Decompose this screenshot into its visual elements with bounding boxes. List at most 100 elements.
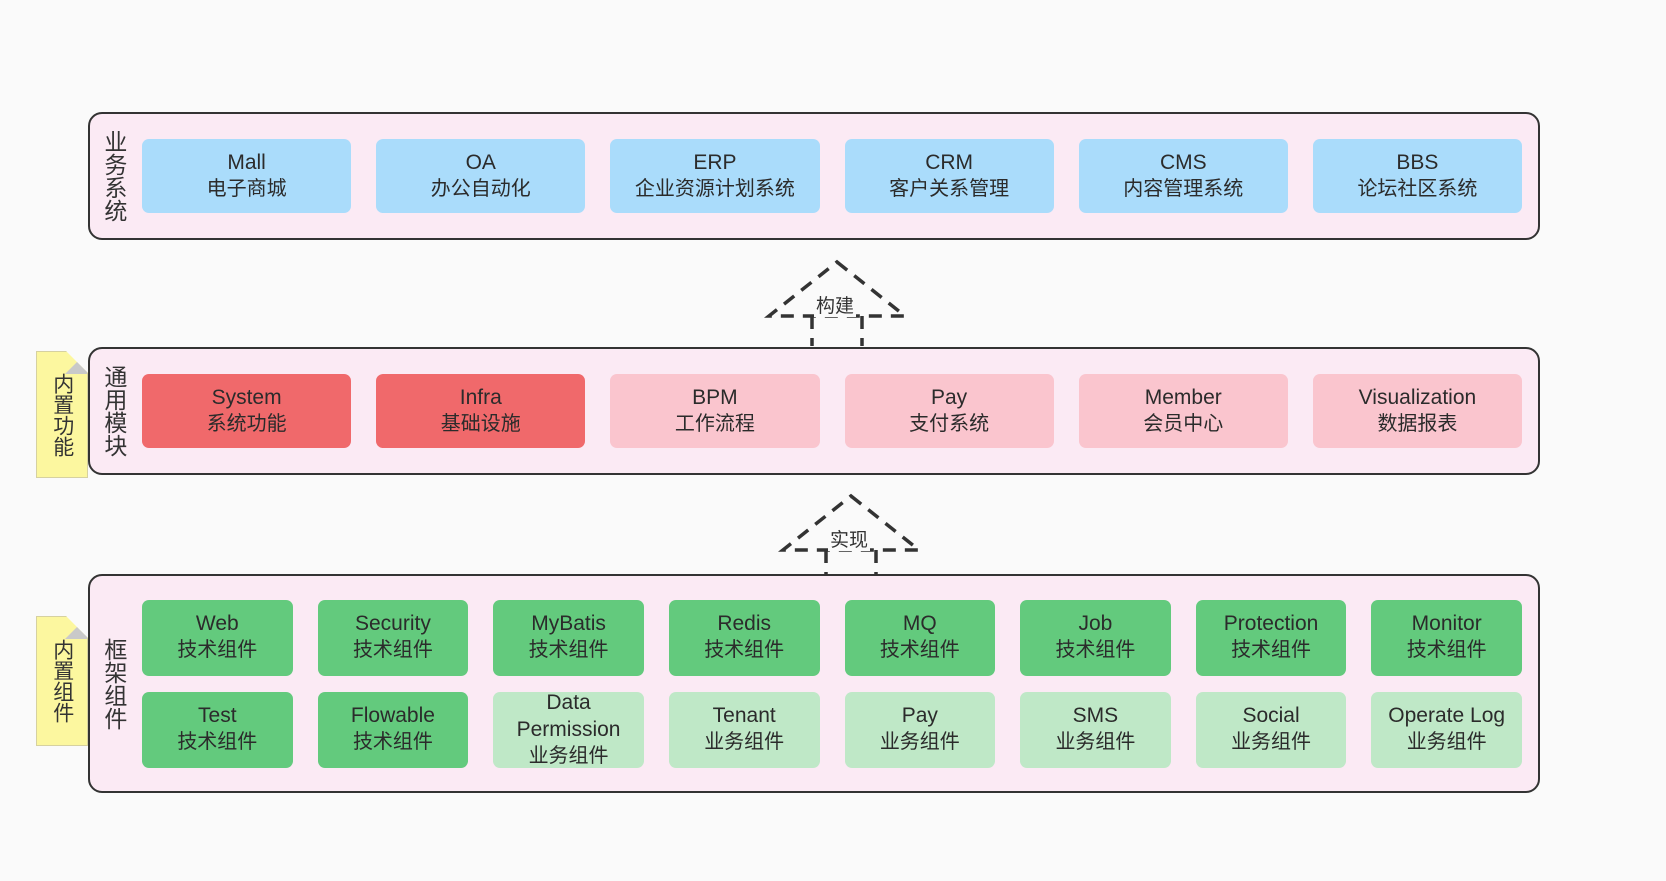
node-subtitle: 技术组件: [528, 639, 609, 662]
layer-row: System 系统功能 Infra 基础设施 BPM 工作流程 Pay 支付系统…: [142, 374, 1523, 448]
node-security[interactable]: Security 技术组件: [317, 599, 469, 676]
node-bbs[interactable]: BBS 论坛社区系统: [1312, 139, 1523, 213]
node-subtitle: 技术组件: [1055, 639, 1136, 662]
node-title: Member: [1144, 385, 1222, 409]
node-title: OA: [465, 150, 496, 174]
node-subtitle: 技术组件: [1231, 639, 1312, 662]
node-subtitle: 业务组件: [704, 731, 785, 754]
node-title: ERP: [693, 150, 737, 174]
node-title: BPM: [692, 385, 738, 409]
node-title: Infra: [459, 385, 502, 409]
node-flowable[interactable]: Flowable 技术组件: [317, 691, 469, 768]
node-subtitle: 技术组件: [352, 731, 433, 754]
node-infra[interactable]: Infra 基础设施: [376, 374, 586, 448]
node-subtitle: 企业资源计划系统: [634, 177, 795, 200]
node-subtitle: 技术组件: [879, 639, 960, 662]
node-data-permission[interactable]: Data Permission 业务组件: [493, 690, 644, 768]
node-subtitle: 工作流程: [674, 412, 755, 435]
note-builtin-functions: 内置功能: [36, 351, 88, 478]
layer-title-business-system: 业务系统: [100, 130, 127, 222]
node-title: System: [211, 385, 282, 409]
layer-business-system: 业务系统 Mall 电子商城 OA 办公自动化 ERP 企业资源计划系统 CRM: [88, 112, 1540, 240]
connector-implement: 实现: [766, 490, 936, 580]
node-title: Test: [198, 704, 237, 728]
node-erp[interactable]: ERP 企业资源计划系统: [610, 139, 820, 213]
node-title: Job: [1078, 612, 1113, 636]
node-subtitle: 客户关系管理: [889, 177, 1010, 200]
node-subtitle: 业务组件: [1231, 731, 1312, 754]
node-title: Pay: [931, 385, 968, 409]
node-subtitle: 系统功能: [206, 412, 287, 435]
node-test[interactable]: Test 技术组件: [142, 691, 293, 768]
layer-title-common-module: 通用模块: [100, 365, 127, 457]
node-member[interactable]: Member 会员中心: [1078, 374, 1288, 448]
node-mybatis[interactable]: MyBatis 技术组件: [493, 599, 644, 676]
node-subtitle: 技术组件: [704, 639, 785, 662]
note-label: 内置功能: [50, 372, 74, 457]
node-subtitle: 办公自动化: [430, 177, 531, 200]
node-bpm[interactable]: BPM 工作流程: [610, 374, 820, 448]
node-subtitle: 业务组件: [1055, 731, 1136, 754]
node-title: MyBatis: [531, 612, 606, 636]
node-title: Operate Log: [1388, 704, 1506, 728]
node-pay-component[interactable]: Pay 业务组件: [844, 691, 996, 768]
node-redis[interactable]: Redis 技术组件: [668, 599, 820, 676]
layer-body-framework-component: Web 技术组件 Security 技术组件 MyBatis 技术组件 Redi…: [136, 576, 1538, 791]
node-subtitle: 电子商城: [206, 177, 287, 200]
node-title: Visualization: [1358, 385, 1477, 409]
node-title: BBS: [1396, 150, 1439, 174]
node-subtitle: 内容管理系统: [1123, 177, 1244, 200]
node-mq[interactable]: MQ 技术组件: [844, 599, 996, 676]
node-sms[interactable]: SMS 业务组件: [1020, 691, 1171, 768]
connector-label-implement: 实现: [828, 530, 871, 551]
node-title: Data Permission: [516, 690, 621, 741]
connector-label-build: 构建: [814, 296, 857, 317]
node-subtitle: 业务组件: [528, 744, 609, 767]
node-subtitle: 技术组件: [1406, 639, 1487, 662]
node-title: Mall: [227, 150, 266, 174]
note-builtin-components: 内置组件: [36, 616, 88, 746]
node-mall[interactable]: Mall 电子商城: [142, 139, 352, 213]
node-title: Redis: [717, 612, 772, 636]
node-pay-module[interactable]: Pay 支付系统: [844, 374, 1054, 448]
node-social[interactable]: Social 业务组件: [1195, 691, 1347, 768]
layer-common-module: 通用模块 System 系统功能 Infra 基础设施 BPM 工作流程 Pay: [88, 347, 1540, 475]
note-label: 内置组件: [50, 639, 74, 723]
layer-row: Test 技术组件 Flowable 技术组件 Data Permission …: [142, 690, 1522, 768]
node-subtitle: 基础设施: [440, 412, 521, 435]
node-subtitle: 业务组件: [1406, 731, 1487, 754]
node-title: MQ: [902, 612, 937, 636]
node-title: Monitor: [1411, 612, 1482, 636]
node-cms[interactable]: CMS 内容管理系统: [1078, 139, 1288, 213]
layer-row: Mall 电子商城 OA 办公自动化 ERP 企业资源计划系统 CRM 客户关系…: [142, 139, 1523, 213]
layer-framework-component: 框架组件 Web 技术组件 Security 技术组件 MyBatis 技术组件…: [88, 574, 1540, 793]
node-system[interactable]: System 系统功能: [142, 374, 352, 448]
layer-body-common-module: System 系统功能 Infra 基础设施 BPM 工作流程 Pay 支付系统…: [136, 349, 1538, 473]
node-title: CMS: [1159, 150, 1207, 174]
node-crm[interactable]: CRM 客户关系管理: [844, 139, 1054, 213]
node-title: Protection: [1223, 612, 1319, 636]
node-visualization[interactable]: Visualization 数据报表: [1312, 374, 1523, 448]
node-job[interactable]: Job 技术组件: [1020, 599, 1171, 676]
node-subtitle: 会员中心: [1143, 412, 1224, 435]
connector-build: 构建: [752, 256, 922, 346]
node-monitor[interactable]: Monitor 技术组件: [1371, 599, 1522, 676]
node-web[interactable]: Web 技术组件: [142, 599, 293, 676]
node-subtitle: 技术组件: [177, 639, 258, 662]
node-title: Security: [355, 612, 431, 636]
node-protection[interactable]: Protection 技术组件: [1195, 599, 1347, 676]
node-subtitle: 技术组件: [352, 639, 433, 662]
node-oa[interactable]: OA 办公自动化: [376, 139, 586, 213]
node-operate-log[interactable]: Operate Log 业务组件: [1371, 691, 1522, 768]
layer-row: Web 技术组件 Security 技术组件 MyBatis 技术组件 Redi…: [142, 599, 1522, 676]
node-subtitle: 支付系统: [909, 412, 990, 435]
node-subtitle: 技术组件: [177, 731, 258, 754]
node-title: Flowable: [350, 704, 435, 728]
layer-title-framework-component: 框架组件: [100, 637, 127, 730]
node-subtitle: 数据报表: [1377, 412, 1458, 435]
node-title: CRM: [925, 150, 974, 174]
node-subtitle: 论坛社区系统: [1357, 177, 1478, 200]
node-tenant[interactable]: Tenant 业务组件: [668, 691, 820, 768]
node-title: SMS: [1072, 704, 1119, 728]
